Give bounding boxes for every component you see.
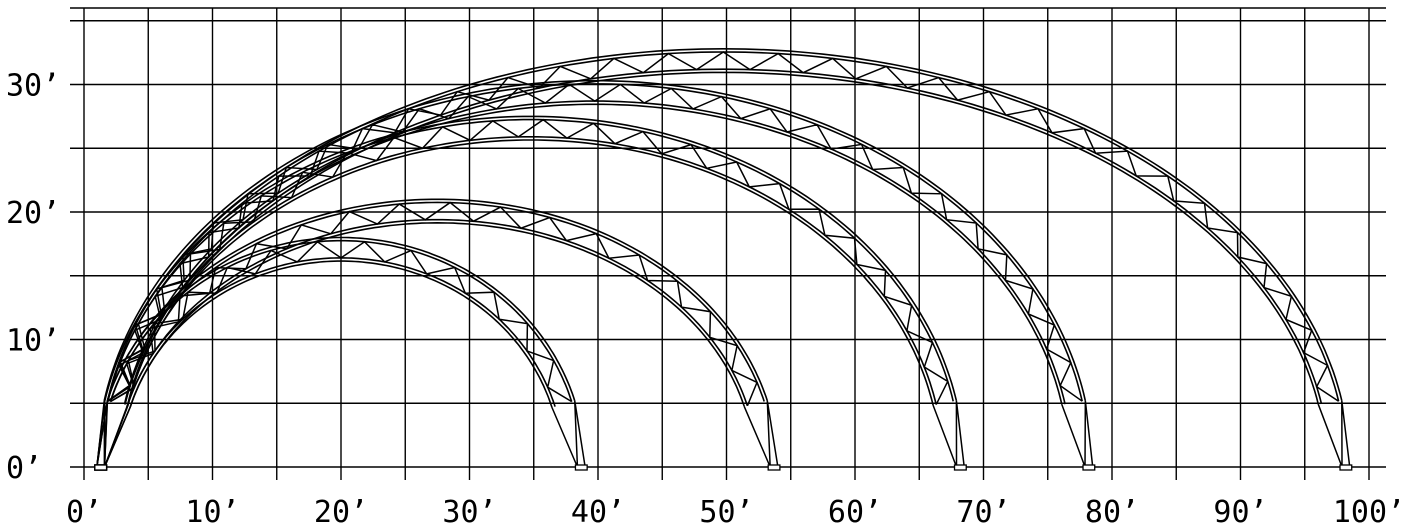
truss-chord bbox=[124, 136, 937, 405]
truss-chord bbox=[104, 47, 1343, 401]
truss-chord bbox=[103, 79, 1087, 401]
truss-web bbox=[109, 240, 573, 403]
truss-leg bbox=[743, 400, 779, 468]
x-tick-label: 90’ bbox=[1213, 495, 1267, 530]
y-tick-label: 20’ bbox=[6, 196, 60, 231]
x-tick-label: 60’ bbox=[828, 495, 882, 530]
y-tick-label: 30’ bbox=[6, 69, 60, 104]
truss-web bbox=[107, 118, 949, 405]
arch-55 bbox=[94, 198, 781, 471]
truss-foot-plate bbox=[953, 464, 967, 471]
arch-trusses bbox=[94, 47, 1353, 471]
truss-foot-plate bbox=[1082, 464, 1096, 471]
x-tick-label: 50’ bbox=[699, 495, 753, 530]
truss-leg bbox=[551, 400, 586, 468]
truss-leg bbox=[932, 400, 965, 468]
arch-70 bbox=[94, 115, 967, 471]
truss-chord bbox=[107, 51, 1340, 402]
truss-chord bbox=[127, 71, 1320, 405]
truss-chord bbox=[106, 198, 769, 401]
truss-web bbox=[110, 201, 758, 407]
grid bbox=[70, 7, 1386, 480]
truss-foot-plate bbox=[1339, 464, 1353, 471]
truss-foot-plate bbox=[574, 464, 588, 471]
x-tick-label: 100’ bbox=[1333, 495, 1405, 530]
y-axis-tick-labels: 0’ 10’ 20’ 30’ bbox=[6, 69, 60, 487]
x-axis-tick-labels: 0’ 10’ 20’ 30’ 40’ 50’ 60’ 70’ 80’ 90’ 100’ bbox=[66, 495, 1405, 530]
truss-foot-plate bbox=[94, 464, 108, 471]
y-tick-label: 10’ bbox=[6, 324, 60, 359]
truss-leg bbox=[1317, 400, 1351, 468]
truss-leg bbox=[1061, 400, 1094, 468]
truss-web bbox=[106, 83, 1083, 402]
truss-leg bbox=[96, 400, 129, 468]
truss-foot-plate bbox=[767, 464, 781, 471]
truss-chord bbox=[129, 260, 553, 408]
y-tick-label: 0’ bbox=[6, 451, 42, 486]
truss-chord bbox=[107, 118, 954, 402]
x-tick-label: 70’ bbox=[956, 495, 1010, 530]
x-tick-label: 20’ bbox=[314, 495, 368, 530]
truss-chord bbox=[103, 115, 958, 401]
truss-chord bbox=[129, 221, 746, 407]
x-tick-label: 40’ bbox=[571, 495, 625, 530]
x-tick-label: 0’ bbox=[66, 495, 102, 530]
truss-chord bbox=[127, 139, 934, 406]
x-tick-label: 30’ bbox=[442, 495, 496, 530]
truss-chord bbox=[124, 68, 1323, 405]
x-tick-label: 80’ bbox=[1085, 495, 1139, 530]
arch-100 bbox=[94, 47, 1353, 471]
truss-chord bbox=[126, 218, 749, 407]
x-tick-label: 10’ bbox=[185, 495, 239, 530]
truss-web bbox=[107, 51, 1340, 402]
truss-chord bbox=[106, 83, 1083, 402]
